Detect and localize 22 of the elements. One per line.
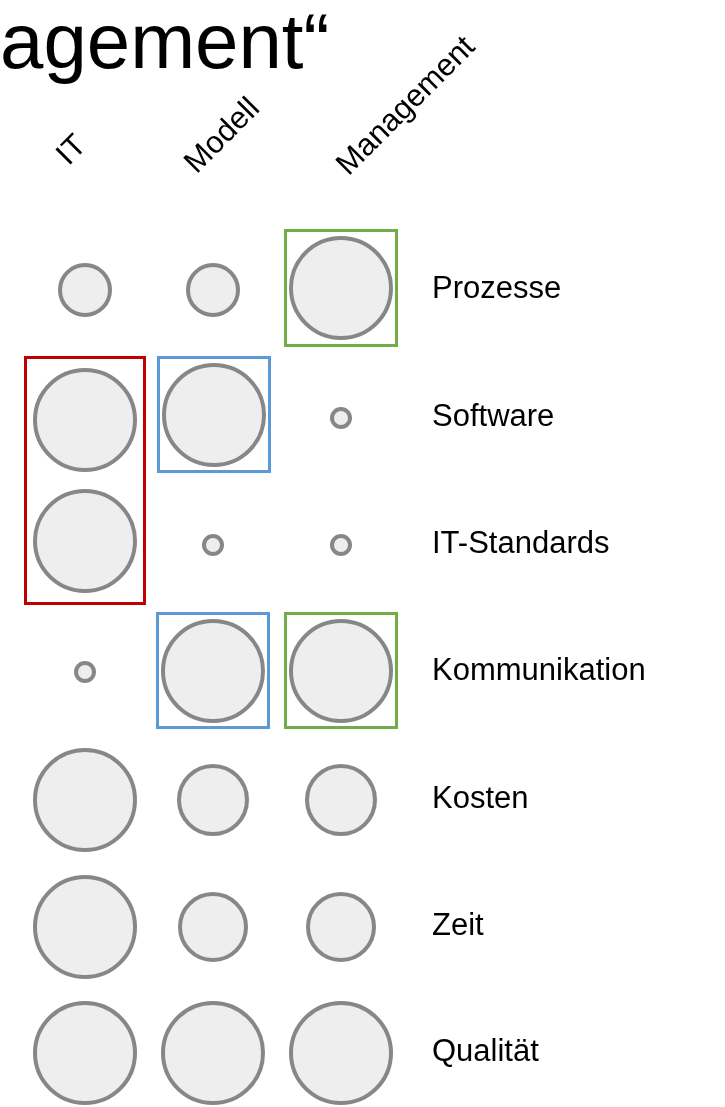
bubble [186, 263, 240, 317]
row-label: IT-Standards [432, 527, 610, 558]
bubble [161, 618, 265, 723]
highlight-frame [24, 356, 146, 605]
bubble [58, 263, 112, 317]
highlight-frame [156, 612, 270, 729]
row-label: Software [432, 400, 555, 431]
bubble [330, 407, 352, 429]
bubble [289, 618, 393, 723]
row-label: Kommunikation [432, 654, 646, 685]
bubble [330, 534, 352, 556]
highlight-frame [157, 356, 271, 473]
row-label: Prozesse [432, 272, 562, 303]
bubble [74, 661, 96, 683]
bubble [202, 534, 224, 556]
bubble [162, 362, 266, 467]
column-header: IT [50, 128, 92, 170]
row-label: Qualität [432, 1035, 539, 1066]
row-label: Kosten [432, 782, 529, 813]
highlight-frame [284, 229, 398, 347]
row-label: Zeit [432, 909, 484, 940]
highlight-frame [284, 612, 398, 729]
